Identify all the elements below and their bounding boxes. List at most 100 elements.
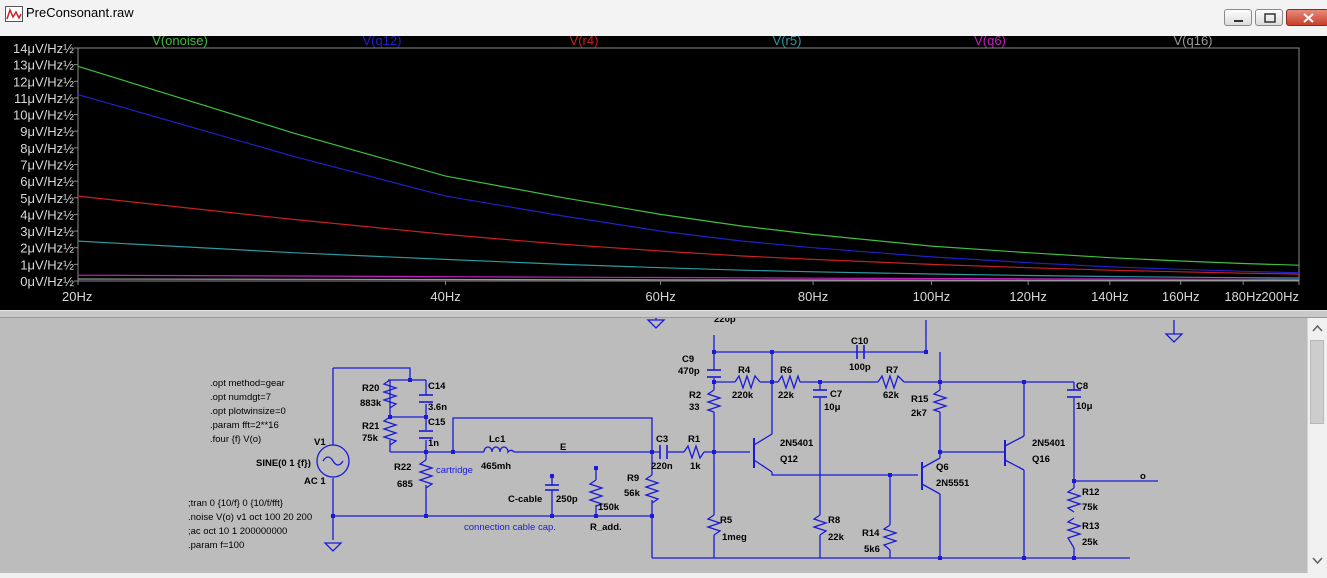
series-line-vq16[interactable]: [77, 278, 1299, 282]
x-tick-label: 60Hz: [645, 289, 675, 304]
y-tick-label: 13μV/Hz½: [13, 58, 74, 73]
y-tick-label: 3μV/Hz½: [20, 224, 74, 239]
y-tick-label: 14μV/Hz½: [13, 41, 74, 56]
net-label: o: [1140, 471, 1146, 482]
schematic-scrollbar[interactable]: [1307, 318, 1327, 573]
part-ref: R2: [689, 390, 701, 401]
trace-legend-vq16[interactable]: V(q16): [1173, 33, 1212, 48]
part-value: 220n: [651, 461, 673, 472]
trace-legend-vq12[interactable]: V(q12): [362, 33, 401, 48]
noise-chart[interactable]: 0μV/Hz½1μV/Hz½2μV/Hz½3μV/Hz½4μV/Hz½5μV/H…: [0, 33, 1327, 310]
comment-labels: cartridge connection cable cap.: [436, 465, 556, 533]
connection-label: connection cable cap.: [464, 522, 556, 533]
part-value: 2N5401: [1032, 438, 1066, 449]
maximize-button[interactable]: [1255, 9, 1283, 26]
resistor-symbols: [381, 373, 1083, 551]
net-label: E: [560, 442, 566, 453]
trace-legend-vr5[interactable]: V(r5): [773, 33, 802, 48]
minimize-button[interactable]: [1224, 9, 1252, 26]
part-ref: C3: [656, 434, 668, 445]
part-ref: R8: [828, 515, 840, 526]
series-line-vr4[interactable]: [77, 195, 1300, 275]
part-value: 685: [397, 479, 414, 490]
cartridge-label: cartridge: [436, 465, 473, 476]
series-line-vq6[interactable]: [77, 274, 1300, 281]
series-line-vonoise[interactable]: [77, 65, 1300, 266]
part-value: 883k: [360, 398, 382, 409]
window-title: PreConsonant.raw: [26, 5, 134, 20]
schematic-pane[interactable]: .opt method=gear .opt numdgt=7 .opt plot…: [0, 314, 1307, 573]
x-tick-label: 180Hz: [1224, 289, 1262, 304]
y-tick-label: 5μV/Hz½: [20, 191, 74, 206]
part-value: 25k: [1082, 537, 1099, 548]
part-value: 220k: [732, 390, 754, 401]
junction-dots: [331, 350, 1076, 560]
part-ref: Q12: [780, 454, 798, 465]
command-line: ;ac oct 10 1 200000000: [188, 526, 287, 537]
part-ref: C-cable: [508, 494, 542, 505]
source-value: SINE(0 1 {f}): [256, 458, 311, 469]
y-tick-label: 8μV/Hz½: [20, 141, 74, 156]
trace-legend-vq6[interactable]: V(q6): [974, 33, 1006, 48]
part-value: 75k: [1082, 502, 1099, 513]
x-tick-label: 100Hz: [913, 289, 951, 304]
x-tick-label: 160Hz: [1162, 289, 1200, 304]
sine-icon: [322, 456, 344, 466]
schematic-canvas[interactable]: .opt method=gear .opt numdgt=7 .opt plot…: [0, 314, 1307, 573]
series-line-vr5[interactable]: [77, 240, 1300, 279]
close-button[interactable]: [1286, 9, 1327, 26]
minimize-icon: [1234, 20, 1243, 22]
part-value: 1n: [428, 438, 439, 449]
trace-legend-vonoise[interactable]: V(onoise): [152, 33, 208, 48]
y-tick-label: 0μV/Hz½: [20, 274, 74, 289]
x-tick-label: 120Hz: [1009, 289, 1047, 304]
part-ref: Lc1: [489, 434, 506, 445]
part-value: 150k: [598, 502, 620, 513]
y-tick-label: 10μV/Hz½: [13, 108, 74, 123]
trace-legend-vr4[interactable]: V(r4): [570, 33, 599, 48]
spice-directives: .opt method=gear .opt numdgt=7 .opt plot…: [188, 378, 312, 551]
directive-line: .four {f} V(o): [210, 434, 261, 445]
part-ref: C10: [851, 336, 868, 347]
y-tick-label: 11μV/Hz½: [14, 91, 74, 106]
part-value: 75k: [362, 433, 379, 444]
y-tick-label: 9μV/Hz½: [20, 124, 74, 139]
part-ref: R15: [911, 394, 929, 405]
pane-splitter[interactable]: [0, 310, 1327, 318]
y-tick-label: 1μV/Hz½: [20, 257, 74, 272]
inductor-symbol: [483, 446, 515, 455]
part-ref: C7: [830, 389, 842, 400]
part-ref: R4: [738, 365, 751, 376]
part-value: 56k: [624, 488, 641, 499]
part-ref: Q6: [936, 462, 949, 473]
y-tick-label: 6μV/Hz½: [20, 174, 74, 189]
part-value: 1k: [690, 461, 701, 472]
part-value: 5k6: [864, 544, 880, 555]
part-value: 465mh: [481, 461, 511, 472]
series-line-vq12[interactable]: [77, 94, 1300, 274]
part-ref: C14: [428, 381, 446, 392]
scroll-down-icon[interactable]: [1311, 554, 1324, 567]
part-value: 2N5401: [780, 438, 814, 449]
y-tick-label: 2μV/Hz½: [20, 241, 74, 256]
part-value: 3.6n: [428, 402, 447, 413]
x-tick-label: 80Hz: [798, 289, 828, 304]
y-tick-label: 12μV/Hz½: [13, 74, 74, 89]
part-ref: R13: [1082, 521, 1099, 532]
scroll-up-icon[interactable]: [1311, 322, 1324, 335]
scroll-thumb[interactable]: [1310, 340, 1324, 424]
part-ref: R5: [720, 515, 733, 526]
plot-frame: [77, 47, 1300, 282]
part-value: 2k7: [911, 408, 927, 419]
part-ref: R7: [886, 365, 898, 376]
directive-line: .opt numdgt=7: [210, 392, 271, 403]
part-value: 62k: [883, 390, 900, 401]
part-value: 2N5551: [936, 478, 970, 489]
component-labels: V1 SINE(0 1 {f}) AC 1 R20 883k C14 3.6n …: [256, 314, 1146, 555]
part-ref: R12: [1082, 487, 1099, 498]
part-value: 100p: [849, 362, 871, 373]
part-value: 1meg: [722, 532, 747, 543]
waveform-icon: [5, 6, 23, 22]
y-tick-label: 7μV/Hz½: [20, 158, 74, 173]
